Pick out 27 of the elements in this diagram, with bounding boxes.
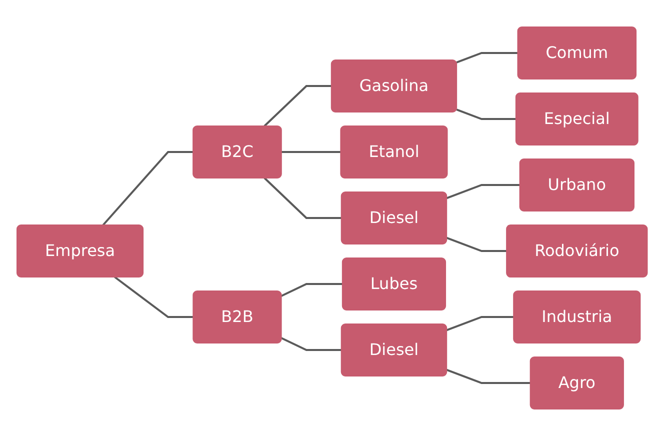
connector bbox=[446, 316, 514, 331]
node-box: Diesel bbox=[340, 191, 447, 244]
connector bbox=[446, 368, 530, 384]
connector bbox=[102, 150, 193, 226]
node-box: Etanol bbox=[340, 125, 448, 178]
connector bbox=[281, 150, 341, 152]
connector bbox=[456, 108, 516, 120]
connector bbox=[446, 184, 520, 199]
node-box: B2C bbox=[192, 125, 282, 178]
node-box: Empresa bbox=[16, 224, 144, 277]
connector bbox=[264, 176, 342, 218]
node-box: Gasolina bbox=[330, 59, 457, 112]
connector bbox=[114, 276, 194, 318]
node-box: Rodoviário bbox=[506, 224, 648, 277]
node-box: Lubes bbox=[342, 257, 446, 310]
connector bbox=[264, 84, 332, 126]
connector bbox=[446, 236, 506, 252]
node-box: Industria bbox=[512, 290, 641, 343]
node-box: Agro bbox=[530, 356, 624, 409]
node-box: Especial bbox=[515, 92, 638, 145]
node-box: Urbano bbox=[519, 158, 634, 211]
node-box: Comum bbox=[517, 26, 636, 79]
node-box: B2B bbox=[192, 290, 282, 343]
connector bbox=[280, 282, 342, 296]
connector bbox=[280, 336, 342, 350]
connector bbox=[456, 52, 518, 63]
node-box: Diesel bbox=[340, 323, 447, 376]
